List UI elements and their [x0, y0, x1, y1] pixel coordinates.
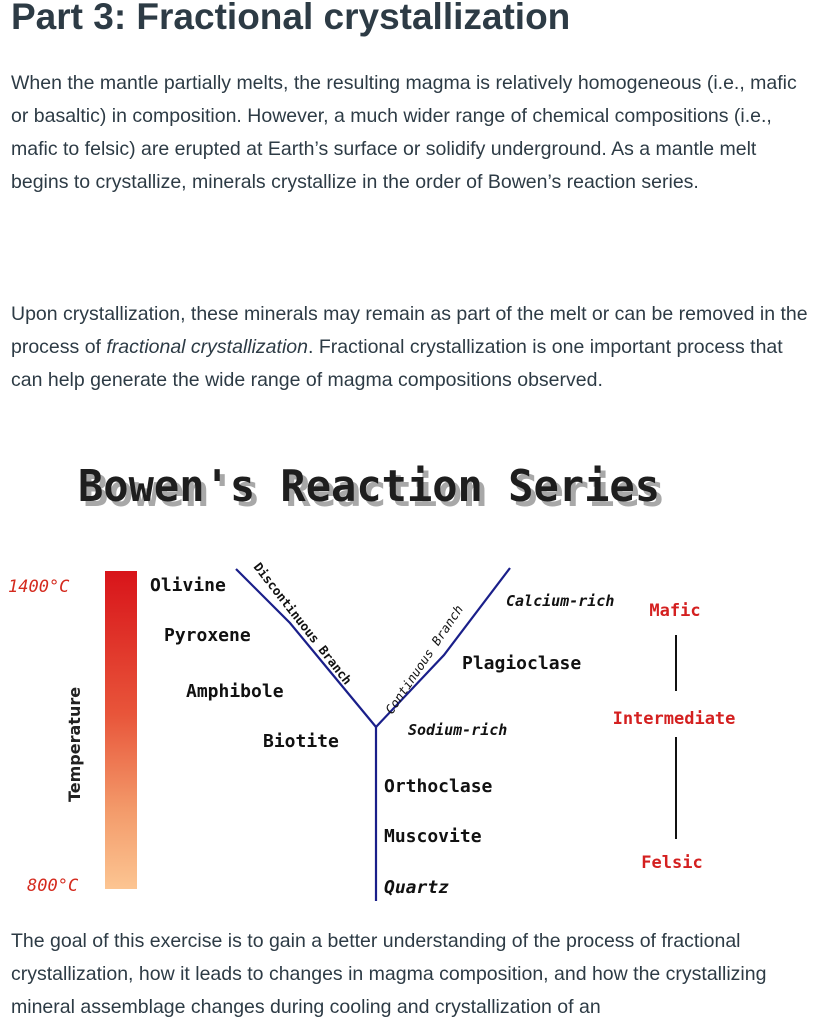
bowens-reaction-series-diagram: Bowen's Reaction Series Bowen's Reaction… [8, 461, 736, 901]
mineral-biotite: Biotite [263, 731, 339, 752]
emphasis-term: fractional crystallization [106, 336, 308, 358]
composition-mafic-label: Mafic [649, 601, 700, 621]
page-title: Part 3: Fractional crystallization [11, 0, 571, 37]
paragraph-text: . Fractional crystallization is one impo… [11, 336, 783, 391]
temperature-bar [105, 571, 137, 889]
fractional-crystallization-paragraph: Upon crystallization, these minerals may… [11, 298, 816, 397]
mineral-quartz: Quartz [384, 877, 449, 898]
mineral-orthoclase: Orthoclase [384, 776, 493, 797]
discontinuous-branch-line [235, 568, 377, 728]
temperature-high-label: 1400°C [8, 577, 70, 597]
paragraph-text: Upon crystallization, these minerals may… [11, 303, 808, 358]
continuous-branch-line [375, 567, 511, 728]
intro-paragraph: When the mantle partially melts, the res… [11, 72, 797, 193]
sodium-rich-label: Sodium-rich [408, 721, 507, 739]
temperature-axis-label: Temperature [65, 687, 84, 802]
composition-felsic-label: Felsic [641, 853, 702, 873]
mineral-plagioclase: Plagioclase [462, 653, 581, 674]
exercise-goal-paragraph: The goal of this exercise is to gain a b… [11, 930, 767, 1018]
discontinuous-branch-label: Discontinuous Branch [251, 560, 355, 688]
mineral-muscovite: Muscovite [384, 826, 482, 847]
composition-intermediate-label: Intermediate [613, 709, 736, 729]
mineral-amphibole: Amphibole [186, 681, 284, 702]
diagram-title-shadow: Bowen's Reaction Series [83, 466, 665, 517]
diagram-title: Bowen's Reaction Series [78, 461, 660, 512]
calcium-rich-label: Calcium-rich [506, 592, 614, 610]
temperature-low-label: 800°C [27, 876, 79, 896]
mineral-pyroxene: Pyroxene [164, 625, 251, 646]
continuous-branch-label: Continuous Branch [382, 602, 466, 716]
mineral-olivine: Olivine [150, 575, 226, 596]
diagram-heading: Bowen's Reaction Series Bowen's Reaction… [78, 461, 665, 517]
